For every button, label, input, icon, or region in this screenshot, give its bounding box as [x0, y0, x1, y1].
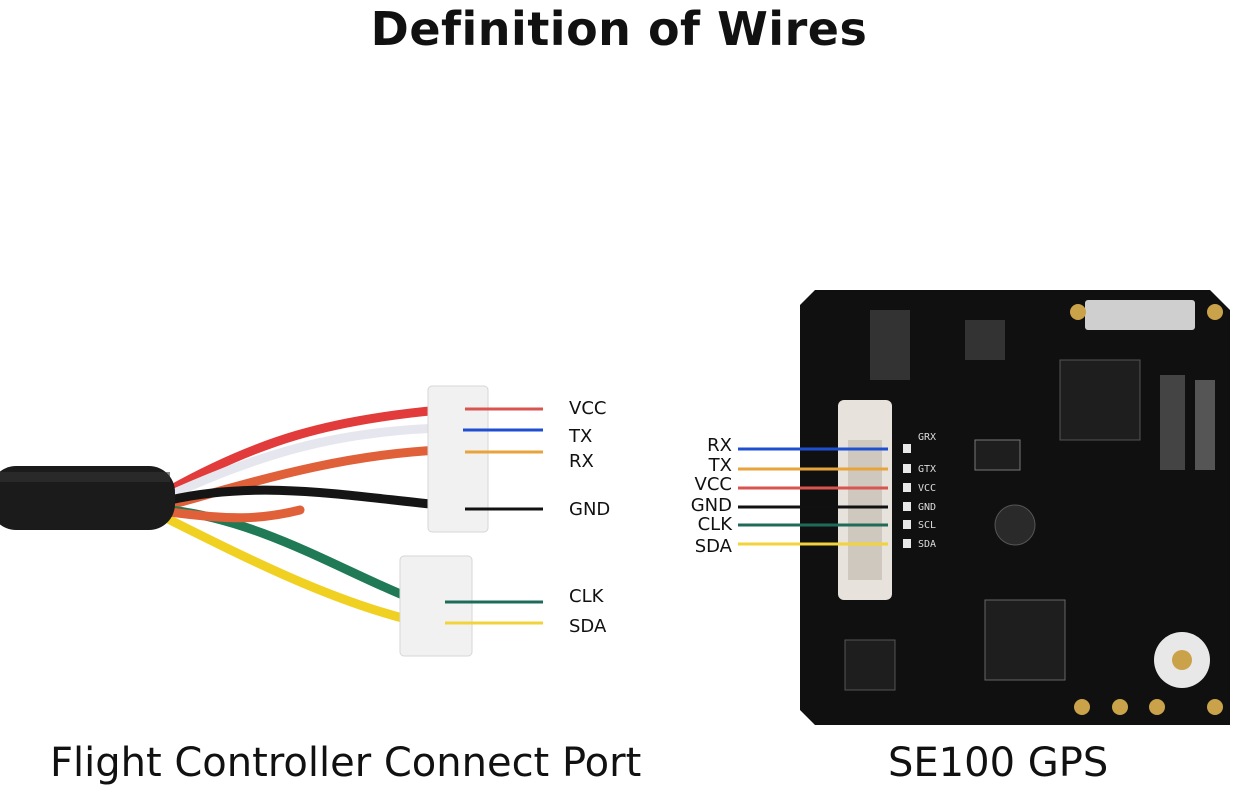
gps-board	[800, 290, 1230, 725]
svg-text:VCC: VCC	[918, 483, 936, 494]
caption-gps: SE100 GPS	[888, 740, 1109, 786]
svg-text:SCL: SCL	[918, 520, 936, 531]
left-pin-label-rx: RX	[569, 451, 594, 472]
left-pin-label-sda: SDA	[569, 616, 607, 637]
right-pin-label-clk: CLK	[697, 514, 732, 535]
cable-jacket	[0, 466, 175, 530]
caption-flight-controller: Flight Controller Connect Port	[50, 740, 642, 786]
svg-text:GRX: GRX	[918, 432, 936, 443]
board-silkscreen: GRX GTX VCC GND SCL SDA	[918, 432, 936, 550]
left-pin-label-gnd: GND	[569, 499, 611, 520]
svg-text:SDA: SDA	[918, 539, 936, 550]
right-pin-label-tx: TX	[708, 455, 732, 476]
left-pin-label-vcc: VCC	[569, 398, 607, 419]
right-pin-label-gnd: GND	[690, 495, 732, 516]
right-pin-label-vcc: VCC	[694, 474, 732, 495]
left-pin-label-clk: CLK	[569, 586, 604, 607]
svg-text:GTX: GTX	[918, 464, 936, 475]
right-leader-lines	[738, 447, 888, 546]
right-pin-label-rx: RX	[707, 435, 732, 456]
left-pin-label-tx: TX	[569, 426, 593, 447]
svg-text:GND: GND	[918, 502, 936, 513]
right-pin-label-sda: SDA	[694, 536, 732, 557]
page-title: Definition of Wires	[370, 2, 868, 56]
connector-6pin-top	[427, 385, 489, 533]
board-pads	[903, 444, 911, 548]
connector-2pin-bottom	[399, 555, 473, 657]
cable-wires	[165, 405, 445, 625]
left-leader-lines	[445, 407, 543, 625]
